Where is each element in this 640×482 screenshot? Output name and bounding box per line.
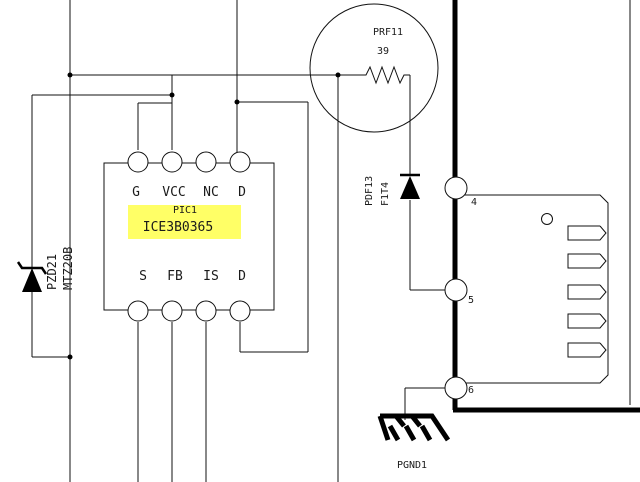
wires [31, 0, 445, 482]
ic-pin-label: IS [203, 269, 219, 284]
ic-pin-circle [195, 151, 217, 173]
ic-component: PIC1 ICE3B0365 G VCC NC D S FB IS D [103, 151, 275, 322]
connector-pin-circle [444, 376, 468, 400]
zener-ref-label: PZD21 [45, 254, 59, 290]
ic-pin-label: G [132, 185, 140, 200]
junction-dot [67, 354, 73, 360]
ground: PGND1 [377, 413, 451, 471]
ic-body [103, 162, 275, 311]
resistor-highlight-circle [309, 3, 439, 133]
ic-pin-circle [127, 300, 149, 322]
zener-diode-icon [22, 268, 42, 292]
ground-icon [377, 413, 451, 442]
zener-part-label: MTZ20B [61, 247, 75, 290]
ic-pin-label: D [238, 269, 246, 284]
ic-pin-circle [229, 300, 251, 322]
connector-contacts [567, 225, 607, 358]
ic-pin-label: D [238, 185, 246, 200]
ic-pin-circle [161, 300, 183, 322]
resistor-value-label: 39 [377, 46, 389, 57]
ic-pin-circle [127, 151, 149, 173]
ic-part-label: ICE3B0365 [143, 220, 213, 235]
ic-pin-circle [161, 151, 183, 173]
junction-dot [234, 99, 240, 105]
connector: 4 5 6 [444, 176, 609, 400]
ic-ref-label: PIC1 [173, 205, 197, 216]
connector-pin-number: 6 [468, 385, 474, 396]
junctions [67, 72, 341, 360]
resistor: PRF11 39 [309, 3, 439, 133]
board-boundary [452, 0, 640, 413]
resistor-ref-label: PRF11 [373, 27, 403, 38]
diode-part-label: F1T4 [380, 182, 391, 206]
diode-ref-label: PDF13 [364, 176, 375, 206]
ic-pin-label: FB [167, 269, 183, 284]
connector-pin-circle [444, 176, 468, 200]
connector-pin-circle [444, 278, 468, 302]
ic-pin-circle [229, 151, 251, 173]
resistor-zigzag-icon [360, 65, 410, 85]
ic-pin-label: S [139, 269, 147, 284]
ic-pin-circle [195, 300, 217, 322]
ic-pin-label: VCC [162, 185, 185, 200]
junction-dot [169, 92, 175, 98]
connector-pin-number: 5 [468, 295, 474, 306]
junction-dot [67, 72, 73, 78]
ic-pin-label: NC [203, 185, 219, 200]
diode-icon [400, 176, 420, 199]
ic-label-highlight [128, 205, 241, 239]
connector-outline [455, 194, 609, 384]
ground-label: PGND1 [397, 460, 427, 471]
zener-diode: PZD21 MTZ20B [16, 247, 75, 292]
junction-dot [335, 72, 341, 78]
connector-key-hole [541, 213, 553, 225]
connector-pin-number: 4 [471, 197, 477, 208]
diode: PDF13 F1T4 [364, 173, 420, 206]
